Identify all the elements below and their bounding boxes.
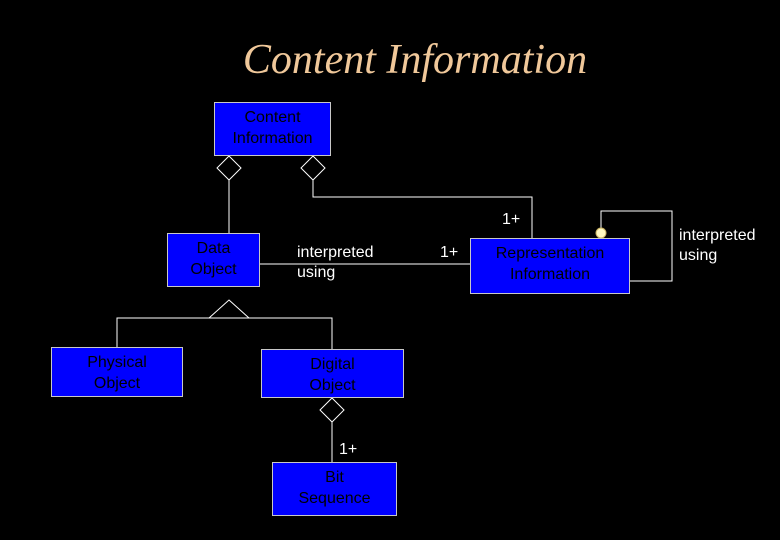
data-object-box: Data Object [167, 233, 260, 287]
physical-object-line1: Physical [87, 354, 147, 371]
aggregation-diamond-left [216, 155, 242, 181]
aggregation-diamond-digital [319, 397, 345, 423]
connector-content-to-representation [312, 180, 533, 238]
representation-information-line1: Representation [495, 245, 605, 262]
interpreted-using-center-line1: interpreted [297, 244, 374, 261]
physical-object-box: Physical Object [51, 347, 183, 397]
multiplicity-bit: 1+ [339, 441, 358, 458]
interpreted-using-right-line2: using [679, 247, 718, 264]
content-information-line1: Content [244, 109, 301, 126]
generalization-triangle [207, 299, 251, 319]
interpreted-using-right-line1: interpreted [679, 227, 756, 244]
multiplicity-rep-top: 1+ [502, 211, 521, 228]
generalization-branches [116, 317, 333, 349]
content-information-box: Content Information [214, 102, 331, 156]
representation-information-box: Representation Information [470, 238, 630, 294]
content-information-line2: Information [232, 130, 313, 147]
self-association-dot [595, 227, 607, 239]
digital-object-box: Digital Object [261, 349, 404, 398]
data-object-line1: Data [196, 240, 231, 257]
aggregation-diamond-right [300, 155, 326, 181]
interpreted-using-label-center: interpreted using [297, 243, 374, 283]
self-association-loop [600, 210, 673, 282]
data-object-line2: Object [190, 261, 237, 278]
bit-sequence-line1: Bit [325, 469, 344, 486]
physical-object-line2: Object [93, 375, 141, 392]
representation-information-line2: Information [509, 266, 591, 283]
digital-object-line2: Object [309, 377, 356, 394]
bit-sequence-box: Bit Sequence [272, 462, 397, 516]
multiplicity-rep-left: 1+ [440, 244, 459, 261]
diagram-title: Content Information [242, 37, 588, 83]
interpreted-using-label-right: interpreted using [679, 226, 756, 266]
digital-object-line1: Digital [310, 356, 355, 373]
interpreted-using-center-line2: using [297, 264, 336, 281]
bit-sequence-line2: Sequence [298, 490, 371, 507]
